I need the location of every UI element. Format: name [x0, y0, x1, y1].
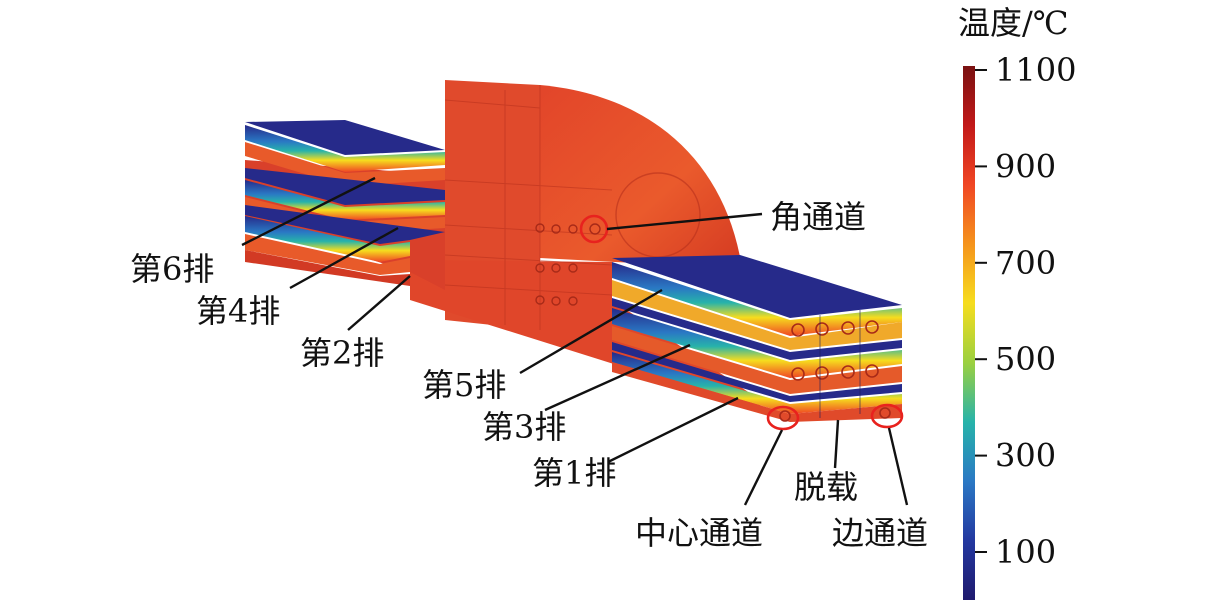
- leader-row4: [289, 226, 399, 290]
- colorbar-tick-label: 500: [995, 340, 1056, 378]
- left-plate-top: [245, 120, 445, 155]
- colorbar-gradient: [963, 66, 975, 600]
- label-edge-channel: 边通道: [832, 514, 928, 552]
- label-center-channel: 中心通道: [635, 514, 763, 552]
- right-plate-top-3: [612, 342, 902, 402]
- left-plate-side-1: [245, 125, 445, 172]
- plate-grid: [444, 85, 613, 330]
- leader-edge: [887, 427, 909, 506]
- left-plate-stack: [245, 120, 445, 290]
- right-segments: [819, 310, 861, 418]
- leader-center: [743, 429, 784, 506]
- left-plate-hot-1: [245, 142, 445, 186]
- leader-row3: [544, 343, 691, 412]
- leader-corner: [606, 212, 763, 231]
- colorbar-tick-label: 1100: [995, 51, 1076, 89]
- label-row3: 第3排: [482, 408, 566, 446]
- label-corner-channel: 角通道: [770, 198, 866, 236]
- label-row4: 第4排: [196, 292, 280, 330]
- leader-row5: [519, 288, 663, 375]
- colorbar-title: 温度/℃: [958, 4, 1069, 42]
- left-plate-hot-3: [245, 234, 410, 275]
- edge-channel-marker: [870, 403, 904, 429]
- right-plate-hot-2: [612, 326, 902, 394]
- colorbar: 温度/℃ 1100 900 700 500 300 100: [958, 4, 1076, 600]
- left-plate-side-2: [245, 180, 445, 220]
- left-plate-side-3: [245, 216, 410, 262]
- colorbar-tick-label: 300: [995, 437, 1056, 475]
- center-channel-marker: [766, 405, 800, 431]
- right-plate-side-2: [612, 308, 902, 378]
- leader-row2: [347, 275, 411, 331]
- left-plate-top-3: [245, 205, 445, 244]
- colorbar-tick-label: 700: [995, 244, 1056, 282]
- right-plate-top: [612, 255, 902, 318]
- colorbar-tick-label: 900: [995, 147, 1056, 185]
- leader-row6: [241, 176, 376, 247]
- right-plate-top-2: [612, 298, 902, 360]
- leader-lines: [241, 176, 909, 506]
- colorbar-ticks: 1100 900 700 500 300 100: [975, 51, 1076, 571]
- colorbar-tick-label: 100: [995, 533, 1056, 571]
- right-plate-hot-1: [612, 280, 902, 350]
- right-channel-holes: [779, 320, 891, 422]
- left-plate-top-2: [245, 168, 445, 205]
- label-row2: 第2排: [300, 334, 384, 372]
- label-unload: 脱载: [794, 468, 858, 506]
- right-plate-stack: [612, 255, 902, 422]
- right-plate-side-3: [612, 352, 902, 414]
- left-plate-hot-2: [245, 197, 445, 234]
- plate-holes: [535, 223, 601, 306]
- label-row5: 第5排: [422, 366, 506, 404]
- right-plate-side-1: [612, 262, 902, 336]
- label-row6: 第6排: [130, 250, 214, 288]
- leader-row1: [607, 396, 739, 464]
- label-row1: 第1排: [532, 454, 616, 492]
- leader-unload: [833, 419, 840, 469]
